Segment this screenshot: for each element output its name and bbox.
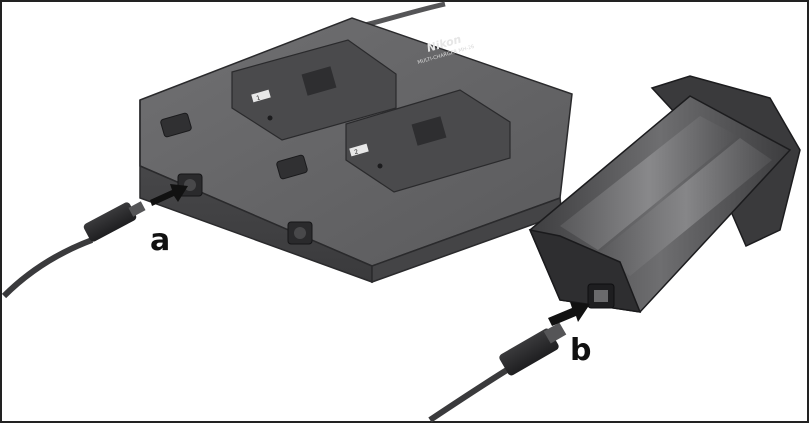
data-plug-tip — [543, 322, 567, 344]
bay-2-refresh-button[interactable] — [276, 154, 308, 180]
battery-cell-2 — [600, 138, 772, 276]
dc-plug-icon — [83, 202, 137, 242]
bay-2-contacts — [411, 116, 447, 146]
bay-1-status-lamp — [267, 115, 273, 121]
arrow-right-icon — [150, 184, 188, 206]
front-port-a-pins — [184, 179, 196, 191]
arrow-right-icon — [548, 302, 590, 326]
battery-cell-1 — [560, 116, 738, 250]
dc-plug-tip — [128, 201, 146, 217]
battery-pack — [528, 75, 801, 313]
bay-1-number: 1 — [256, 94, 262, 102]
bay-2-tag — [349, 143, 369, 157]
multi-charger: Nikon MULTI-CHARGER MH-26 1 2 — [139, 1, 573, 284]
front-port-2-pins — [294, 227, 306, 239]
callout-b: b — [570, 333, 591, 368]
data-cable-plug-icon — [499, 328, 559, 376]
bay-1-tag — [251, 89, 271, 103]
cable-a-wire — [1, 237, 94, 299]
bay-1-contacts — [301, 66, 337, 96]
bay-2-status-lamp — [377, 163, 383, 169]
callout-a: a — [150, 223, 170, 258]
bay-1-refresh-button[interactable] — [160, 112, 192, 138]
cable-b — [428, 322, 567, 423]
cable-a — [1, 201, 146, 299]
bay-2-number: 2 — [354, 148, 360, 156]
battery-terminal-inner — [594, 290, 608, 302]
